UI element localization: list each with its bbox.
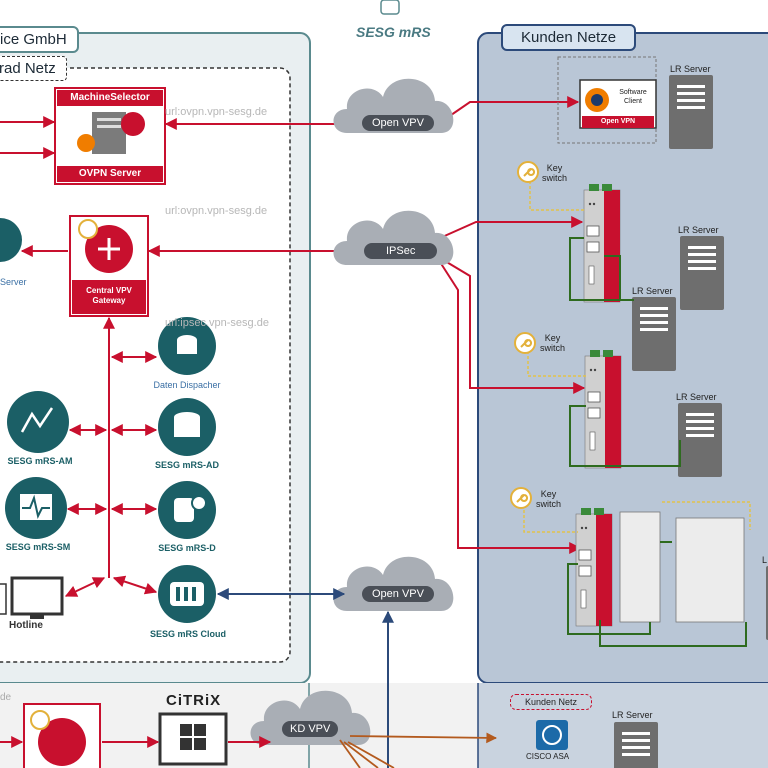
server-fragment-icon[interactable] (0, 218, 22, 262)
right-zone-title: Kunden Netze (501, 24, 637, 51)
top-logo-icon (380, 0, 400, 15)
key-switch-label-2: Key switch (540, 333, 566, 353)
server-fragment-label: Server (0, 277, 27, 287)
ovpn-server-label: OVPN Server (57, 166, 163, 182)
central-vpv-gateway[interactable] (69, 215, 149, 317)
cisco-asa-icon[interactable] (536, 720, 568, 750)
lr-server-label-2: LR Server (678, 225, 719, 235)
machine-selector-label: MachineSelector (57, 90, 163, 106)
citrix-windows-icon[interactable] (158, 712, 228, 766)
mrs-cloud-label: SESG mRS Cloud (149, 629, 226, 639)
cisco-asa-label: CISCO ASA (526, 752, 570, 761)
url-label-3: url:ipsec.vpn-sesg.de (165, 317, 269, 329)
lr-server-label-3: LR Server (632, 286, 673, 296)
bottom-right-zone-title: Kunden Netz (510, 694, 593, 710)
software-client-label: Software Client (619, 89, 647, 105)
mrs-d-label: SESG mRS-D (158, 543, 216, 553)
mrs-am-label: SESG mRS-AM (7, 456, 73, 466)
url-label-1: url:ovpn.vpn-sesg.de (165, 106, 268, 118)
daten-dispacher-label: Daten Dispacher (153, 380, 221, 390)
kd-vpv-label: KD VPV (282, 721, 339, 737)
hotline-icon[interactable] (0, 576, 64, 619)
software-client-box[interactable] (557, 56, 657, 144)
hotline-label: Hotline (9, 620, 43, 631)
left-zone-title: ice GmbH (0, 26, 79, 53)
open-vpn-label: Open VPN (600, 118, 636, 125)
ipsec-label: IPSec (364, 243, 438, 259)
lr-server-label-4: LR Server (676, 392, 717, 402)
open-vpv-top-label: Open VPV (362, 115, 434, 131)
bottom-gateway-icon[interactable] (23, 703, 101, 768)
mrs-am-icon[interactable] (7, 391, 69, 453)
url-label-2: url:ovpn.vpn-sesg.de (165, 205, 268, 217)
switch-device (619, 511, 661, 623)
lr-server-label-1: LR Server (670, 64, 711, 74)
mrs-d-icon[interactable] (158, 481, 216, 539)
open-vpv-bottom-label: Open VPV (362, 586, 434, 602)
mrs-cloud-icon[interactable] (158, 565, 216, 623)
mrs-ad-label: SESG mRS-AD (154, 460, 219, 470)
center-title: SESG mRS (356, 24, 431, 40)
dashed-zone-title: rad Netz (0, 56, 67, 81)
central-vpv-label: Central VPV Gateway (86, 286, 132, 305)
plc-device (675, 517, 745, 623)
mrs-ad-icon[interactable] (158, 398, 216, 456)
key-switch-label-1: Key switch (542, 163, 568, 183)
mrs-sm-label: SESG mRS-SM (5, 542, 71, 552)
daten-dispacher-icon[interactable] (158, 317, 216, 375)
bottom-left-fragment: de (0, 692, 12, 703)
citrix-logo: CiTRiX (166, 692, 222, 709)
lr-server-label-5: L (762, 555, 768, 565)
mrs-sm-icon[interactable] (5, 477, 67, 539)
lr-server-label-6: LR Server (612, 710, 653, 720)
key-switch-label-3: Key switch (536, 489, 562, 509)
